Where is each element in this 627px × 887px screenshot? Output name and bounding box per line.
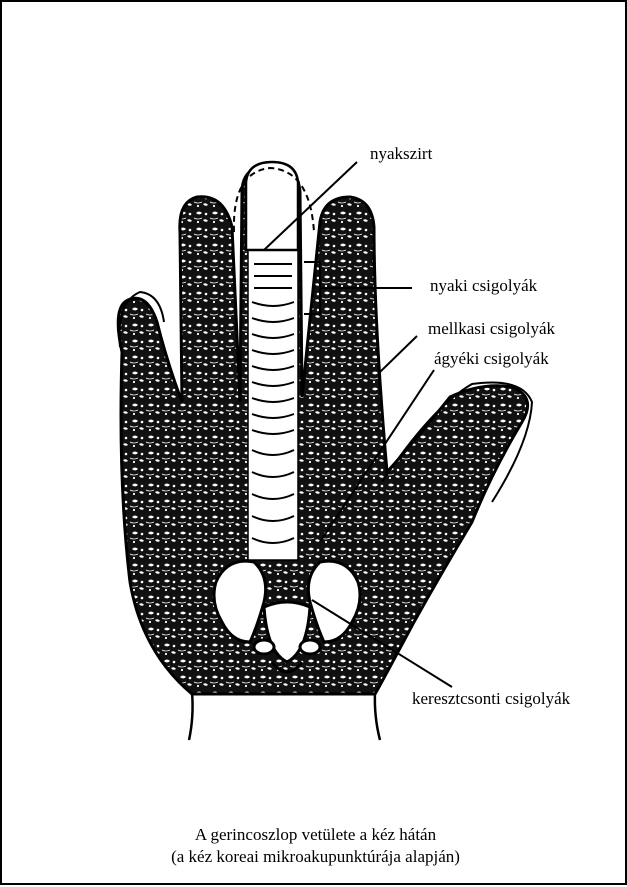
caption-line-1: A gerincoszlop vetülete a kéz hátán xyxy=(2,824,627,846)
label-sacral: keresztcsonti csigolyák xyxy=(412,690,570,707)
label-occiput: nyakszirt xyxy=(370,145,432,162)
label-thoracic: mellkasi csigolyák xyxy=(428,320,555,337)
figure-caption: A gerincoszlop vetülete a kéz hátán (a k… xyxy=(2,824,627,868)
caption-line-2: (a kéz koreai mikroakupunktúrája alapján… xyxy=(2,846,627,868)
leader-thoracic xyxy=(380,336,417,372)
label-cervical: nyaki csigolyák xyxy=(430,277,537,294)
label-lumbar: ágyéki csigolyák xyxy=(434,350,549,367)
wrist-right-line xyxy=(375,692,380,740)
spine-column xyxy=(248,250,298,560)
wrist-left-line xyxy=(189,692,193,740)
